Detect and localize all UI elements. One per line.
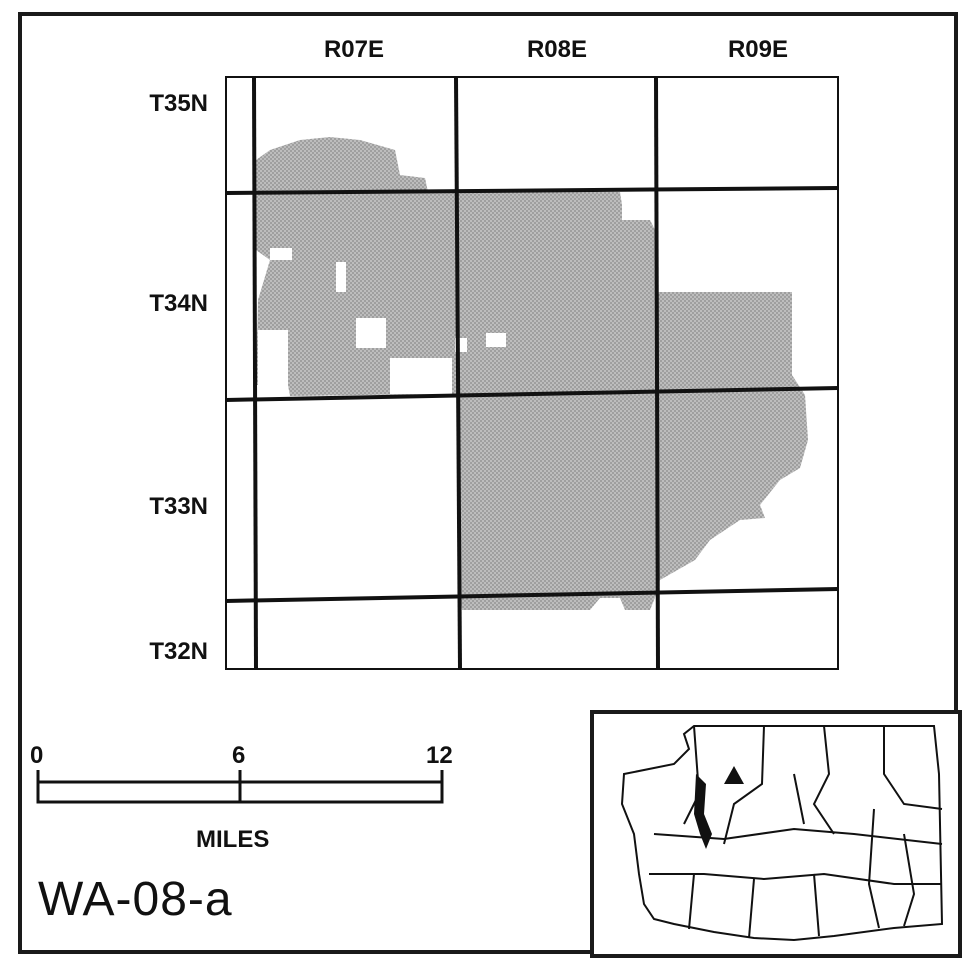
- washington-locator-map: [620, 725, 944, 942]
- township-label-t32n: T32N: [149, 638, 208, 665]
- scale-bar: [36, 770, 444, 804]
- scale-tick-12: 12: [426, 742, 453, 769]
- locator-inset: [590, 710, 962, 958]
- triangle-marker-icon: [724, 766, 744, 784]
- township-label-t35n: T35N: [149, 90, 208, 117]
- township-label-t33n: T33N: [149, 493, 208, 520]
- shaded-area: [256, 137, 836, 610]
- township-label-t34n: T34N: [149, 290, 208, 317]
- map-frame: [18, 12, 958, 954]
- scale-unit: MILES: [196, 826, 270, 853]
- map-id-label: WA-08-a: [38, 873, 233, 926]
- range-label-r09e: R09E: [727, 36, 789, 63]
- scale-tick-6: 6: [232, 742, 246, 769]
- township-grid: [225, 76, 839, 670]
- scale-tick-0: 0: [30, 742, 44, 769]
- range-label-r07e: R07E: [323, 36, 385, 63]
- range-label-r08e: R08E: [526, 36, 588, 63]
